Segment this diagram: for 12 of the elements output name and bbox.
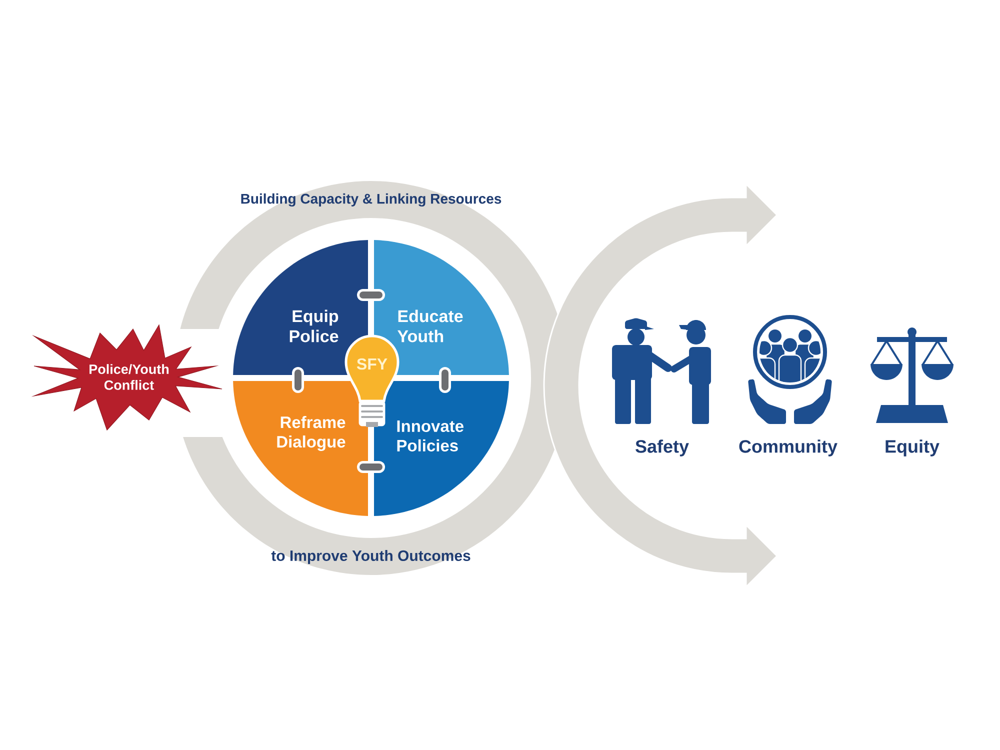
icon-caption: Equity [886,440,940,456]
link-connector [439,367,451,393]
band-label: Building Capacity & Linking Resources [241,193,502,207]
starburst: Police/Youth Conflict [31,324,222,431]
circle-quadrant: Reframe Dialogue [233,381,368,516]
link-connector [292,367,304,393]
circle-quadrant: Innovate Policies [374,381,509,516]
link-connector [357,461,385,473]
icon-caption: Community [739,440,838,456]
link-connector [357,289,385,301]
icon-caption: Safety [636,440,689,456]
band-label: to Improve Youth Outcomes [271,550,470,564]
